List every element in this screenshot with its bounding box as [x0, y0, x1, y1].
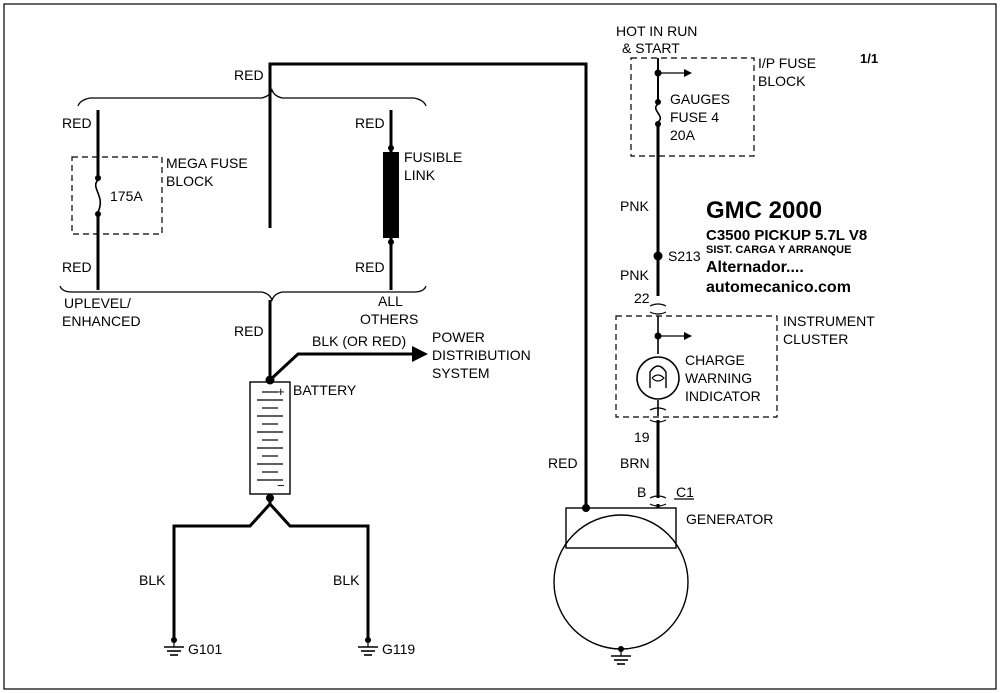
brn-wire-label: BRN [620, 455, 650, 471]
mega-fuse-terminal-bottom [95, 211, 101, 217]
ip-fuse-block-label-2: BLOCK [758, 73, 806, 89]
ip-fuse-block-box [630, 57, 755, 157]
title-site: automecanico.com [706, 279, 851, 296]
fusible-red-label-bottom: RED [355, 259, 385, 275]
title-make-year: GMC 2000 [706, 197, 822, 224]
instrument-cluster-box [615, 315, 778, 418]
red-top-label: RED [234, 67, 264, 83]
others-label: OTHERS [360, 311, 418, 327]
page-label: 1/1 [860, 51, 878, 66]
blk-ground-wire-left [172, 502, 272, 638]
charge-warning-lamp-icon [636, 356, 680, 400]
lamp-filament-icon [649, 365, 667, 388]
fusible-link-icon [383, 152, 399, 238]
diagram-frame [3, 3, 997, 690]
fusible-link-terminal-bottom [388, 239, 394, 245]
mega-fuse-rating: 175A [110, 188, 143, 204]
mega-fuse-gap [92, 176, 104, 216]
connector-22-arc-bottom [649, 311, 667, 315]
battery-cells-icon [257, 391, 283, 481]
fusible-link-label-2: LINK [404, 167, 436, 183]
fuse-bus-arrowhead-icon [684, 69, 692, 77]
title-component: Alternador.... [706, 259, 804, 276]
connector-22-arc-top [649, 303, 667, 307]
hot-in-start-label: & START [622, 40, 680, 56]
red-generator-wire [268, 62, 588, 508]
mega-red-label-top: RED [62, 115, 92, 131]
mega-fuse-block-box [71, 156, 163, 235]
mega-fuse-label: MEGA FUSE [166, 155, 248, 171]
title-model: C3500 PICKUP 5.7L V8 [706, 227, 867, 244]
ground-g119-label: G119 [382, 641, 415, 657]
cluster-pin-19: 19 [634, 429, 650, 445]
ground-g101-label: G101 [188, 641, 222, 657]
charge-indicator-label-2: WARNING [685, 370, 752, 386]
mega-fuse-label-2: BLOCK [166, 173, 214, 189]
ip-fuse-block-label: I/P FUSE [758, 55, 816, 71]
power-distribution-label-2: DISTRIBUTION [432, 347, 531, 363]
all-label: ALL [378, 293, 403, 309]
generator-housing [565, 507, 677, 549]
gauges-fuse-icon [654, 103, 662, 123]
connector-c1-arc-top [649, 495, 667, 499]
instrument-cluster-label: INSTRUMENT [783, 313, 875, 329]
cluster-bus-arrowhead-icon [684, 332, 692, 340]
battery-plus-sign: + [277, 384, 285, 399]
title-system: SIST. CARGA Y ARRANQUE [706, 244, 851, 256]
generator-body-icon [553, 514, 689, 650]
blk-left-label: BLK [139, 572, 166, 588]
power-distribution-arrow-icon [412, 346, 428, 362]
generator-pin-b: B [637, 484, 646, 500]
power-distribution-label: POWER [432, 329, 485, 345]
blk-or-red-label: BLK (OR RED) [312, 333, 406, 349]
battery-minus-sign: − [277, 478, 285, 493]
fusible-link-terminal-top [388, 145, 394, 151]
red-generator-label: RED [548, 455, 578, 471]
cluster-pin-22: 22 [634, 290, 650, 306]
power-distribution-wire [268, 352, 414, 382]
splice-s213-node [653, 251, 663, 261]
hot-in-run-label: HOT IN RUN [616, 23, 697, 39]
generator-label: GENERATOR [686, 511, 773, 527]
uplevel-label: UPLEVEL/ [64, 295, 131, 311]
mega-fuse-icon [94, 179, 102, 213]
fusible-link-label: FUSIBLE [404, 149, 462, 165]
gauges-fuse-rating: 20A [670, 127, 696, 143]
blk-right-label: BLK [333, 572, 360, 588]
pnk-wire-label-bottom: PNK [620, 267, 649, 283]
connector-19-arc-top [649, 407, 667, 411]
mega-fuse-terminal-top [95, 175, 101, 181]
enhanced-label: ENHANCED [62, 313, 141, 329]
gauges-fuse-label: GAUGES [670, 91, 730, 107]
fusible-red-label-top: RED [355, 115, 385, 131]
blk-ground-wire-right [268, 502, 370, 638]
connector-c1-label: C1 [676, 484, 694, 500]
gauges-fuse-number: FUSE 4 [670, 109, 719, 125]
mega-red-label-bottom: RED [62, 259, 92, 275]
instrument-cluster-label-2: CLUSTER [783, 331, 848, 347]
splice-s213-label: S213 [668, 248, 701, 264]
power-distribution-label-3: SYSTEM [432, 365, 490, 381]
charge-indicator-label-3: INDICATOR [685, 388, 761, 404]
fuse-terminal-top [655, 99, 661, 105]
option-brace-bottom [59, 285, 427, 302]
charge-indicator-label: CHARGE [685, 352, 745, 368]
battery-red-label: RED [234, 323, 264, 339]
pnk-wire-label-top: PNK [620, 198, 649, 214]
option-brace-top [77, 88, 427, 107]
lamp-coil-icon [651, 374, 665, 382]
battery-label: BATTERY [293, 382, 357, 398]
